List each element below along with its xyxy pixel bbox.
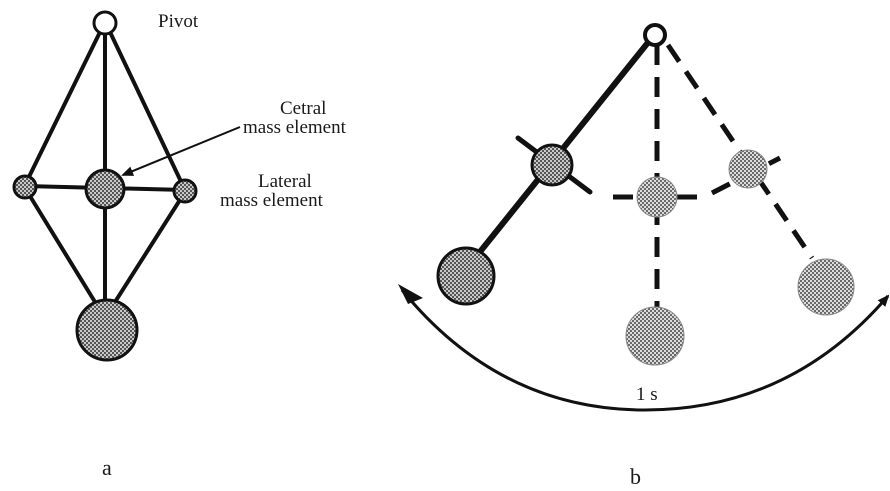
rod-left-upper — [23, 30, 102, 187]
lateral-label-line2: mass element — [220, 190, 324, 211]
center-bottom-mass — [625, 306, 685, 366]
caption-a: a — [102, 455, 112, 480]
lateral-mass-left — [12, 174, 38, 200]
center-central-mass — [636, 176, 678, 218]
period-label: 1 s — [636, 384, 658, 405]
lateral-label-line1: Lateral — [258, 171, 312, 192]
right-bottom-mass — [797, 258, 855, 316]
pivot-label: Pivot — [158, 11, 199, 32]
pendulum-solid-position — [436, 37, 653, 306]
rod-right-upper — [108, 30, 187, 192]
rod-left-lower — [23, 186, 97, 304]
lateral-mass-right — [172, 178, 198, 204]
panel-a: Pivot Cetral mass element Lateral mass e… — [12, 10, 347, 480]
central-label-line2: mass element — [243, 117, 347, 138]
panel-b: 1 s b — [398, 23, 890, 489]
central-mass — [84, 168, 126, 210]
solid-central-mass — [530, 143, 574, 187]
swing-arc — [400, 289, 890, 412]
pivot-circle-a — [92, 10, 118, 36]
solid-bottom-mass — [436, 246, 496, 306]
bottom-mass-a — [75, 298, 139, 362]
right-central-mass — [728, 149, 768, 189]
central-mass-pointer-arrow — [121, 126, 241, 176]
caption-b: b — [630, 464, 641, 489]
arc-arrowhead-left — [398, 284, 423, 304]
pivot-circle-b — [643, 23, 667, 47]
rod-right-lower — [113, 190, 187, 304]
central-label-line1: Cetral — [280, 98, 326, 119]
